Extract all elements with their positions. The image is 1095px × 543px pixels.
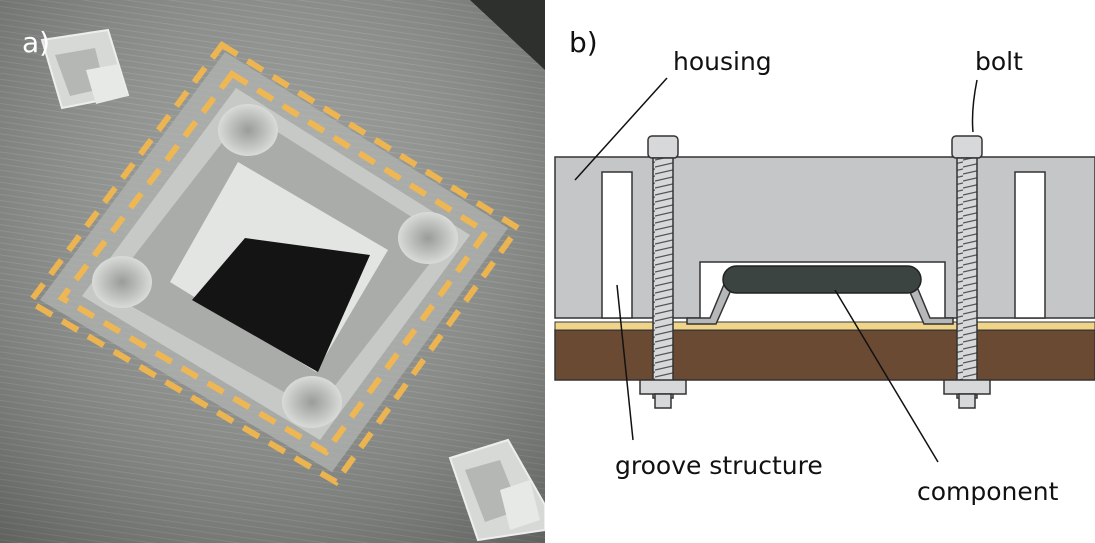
callout-component: component [917, 477, 1059, 506]
pcb-board [554, 329, 1095, 381]
panel-b-label: b) [569, 26, 598, 59]
housing-body [554, 156, 1095, 319]
groove-right [1014, 171, 1046, 319]
callout-line-housing [574, 77, 668, 181]
solder-layer [554, 321, 1095, 331]
panel-a-label: a) [22, 26, 50, 59]
panel-b-diagram: b) [545, 0, 1095, 543]
callout-line-groove [616, 284, 634, 441]
panel-a-photo: a) [0, 0, 545, 543]
callout-bolt: bolt [975, 47, 1023, 76]
groove-left [601, 171, 633, 319]
bolt-left [639, 135, 687, 409]
bolt-hole-bottom [282, 376, 342, 428]
callout-line-bolt [971, 79, 978, 133]
housing-photo: a) [0, 0, 545, 543]
callout-lines [574, 77, 978, 463]
small-block-bottom-right [448, 438, 545, 542]
square-opening [192, 238, 370, 372]
callout-line-component [834, 289, 939, 463]
component-body [722, 265, 922, 294]
bolt-hole-right [398, 212, 458, 264]
highlight-dashed-outline [25, 41, 523, 486]
bolt-right [943, 135, 991, 409]
callout-groove-structure: groove structure [615, 451, 823, 480]
callout-housing: housing [673, 47, 772, 76]
bolt-hole-top [218, 104, 278, 156]
bolt-hole-left [92, 256, 152, 308]
housing-frame [40, 52, 508, 472]
cross-section-diagram: b) [554, 26, 1095, 506]
small-block-top-left [40, 28, 130, 110]
